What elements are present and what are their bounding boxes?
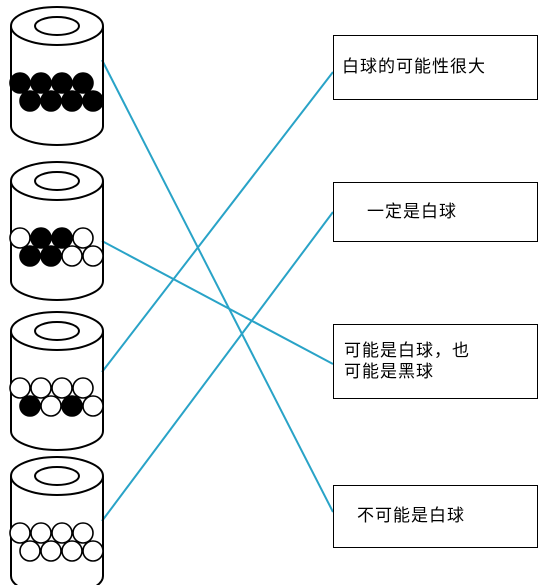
black-ball — [30, 72, 52, 94]
white-ball — [61, 245, 83, 267]
connector-line-2-to-3 — [101, 240, 334, 365]
label-box-1: 白球的可能性很大 — [333, 35, 538, 100]
label-box-3: 可能是白球，也 可能是黑球 — [333, 324, 538, 399]
black-ball — [72, 72, 94, 94]
black-ball — [82, 90, 104, 112]
container-1 — [9, 6, 104, 146]
label-box-2: 一定是白球 — [333, 182, 538, 242]
black-ball — [9, 72, 31, 94]
container-body — [10, 331, 104, 451]
label-box-4: 不可能是白球 — [333, 485, 538, 548]
black-ball — [40, 245, 62, 267]
white-ball — [40, 540, 62, 562]
connector-lines — [101, 59, 334, 522]
white-ball — [51, 522, 73, 544]
white-ball — [82, 395, 104, 417]
black-ball — [19, 90, 41, 112]
white-ball — [30, 377, 52, 399]
white-ball — [82, 540, 104, 562]
label-text-line-1: 可能是白球，也 — [344, 341, 470, 362]
white-ball — [19, 540, 41, 562]
label-text: 不可能是白球 — [357, 506, 465, 527]
white-ball — [9, 377, 31, 399]
container-opening — [34, 171, 80, 191]
black-ball — [40, 90, 62, 112]
label-text: 一定是白球 — [367, 201, 457, 222]
white-ball — [51, 377, 73, 399]
connector-line-3-to-1 — [101, 71, 334, 373]
black-ball — [51, 72, 73, 94]
black-ball — [30, 227, 52, 249]
containers — [9, 6, 104, 585]
container-body — [10, 181, 104, 301]
container-opening — [34, 466, 80, 486]
white-ball — [40, 395, 62, 417]
container-3 — [9, 311, 104, 451]
container-4 — [9, 456, 104, 585]
white-ball — [82, 245, 104, 267]
black-ball — [61, 395, 83, 417]
container-2 — [9, 161, 104, 301]
white-ball — [61, 540, 83, 562]
black-ball — [19, 245, 41, 267]
label-text: 白球的可能性很大 — [342, 57, 486, 78]
container-opening — [34, 321, 80, 341]
container-opening — [34, 16, 80, 36]
white-ball — [9, 522, 31, 544]
black-ball — [61, 90, 83, 112]
container-body — [10, 476, 104, 585]
container-body — [10, 26, 104, 146]
label-text-line-2: 可能是黑球 — [344, 361, 434, 382]
white-ball — [72, 377, 94, 399]
connector-line-4-to-2 — [101, 211, 334, 522]
black-ball — [51, 227, 73, 249]
white-ball — [72, 227, 94, 249]
white-ball — [9, 227, 31, 249]
connector-line-1-to-4 — [101, 59, 334, 513]
black-ball — [19, 395, 41, 417]
white-ball — [72, 522, 94, 544]
white-ball — [30, 522, 52, 544]
